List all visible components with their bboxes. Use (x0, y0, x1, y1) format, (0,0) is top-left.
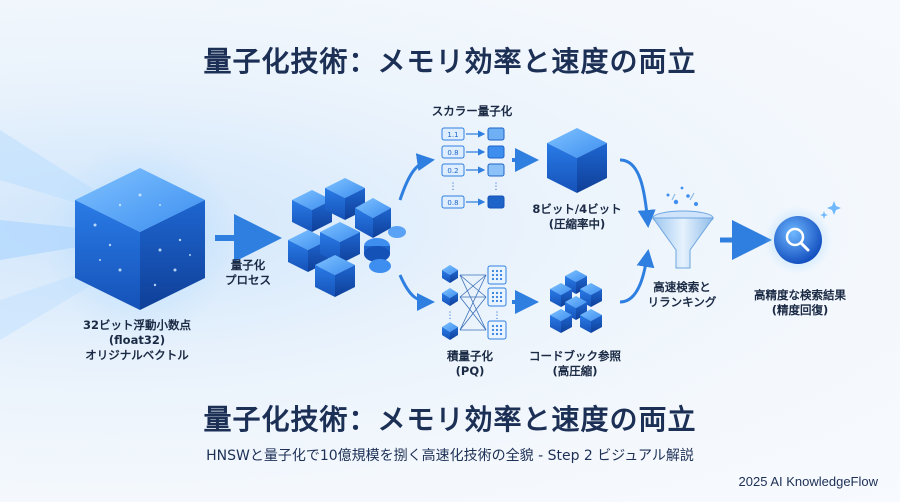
pq-dots: ⋮ (446, 311, 455, 321)
result-label-line1: 高精度な検索結果 (754, 288, 846, 302)
bits-label: 8ビット/4ビット (圧縮率中) (517, 202, 637, 232)
scalar-value-3: 0.2 (447, 167, 458, 175)
pq-dots-right: ⋮ (493, 311, 502, 321)
footer-credit: 2025 AI KnowledgeFlow (738, 474, 878, 489)
rerank-label-line1: 高速検索と (653, 280, 711, 294)
arrow-to-scalar (398, 153, 435, 201)
codebook-label: コードブック参照 (高圧縮) (515, 349, 635, 379)
source-cube-icon (75, 168, 205, 310)
search-result-icon (764, 201, 841, 274)
source-label-line2: (float32) (108, 333, 166, 347)
pq-label-line2: (PQ) (455, 364, 485, 378)
scalar-value-2: 0.8 (447, 149, 458, 157)
funnel-icon (652, 186, 714, 269)
source-label: 32ビット浮動小数点 (float32) オリジナルベクトル (52, 318, 222, 363)
process-label-line1: 量子化 (230, 258, 266, 272)
scalar-dots: ⋮ (449, 182, 458, 192)
pq-label: 積量子化 (PQ) (425, 349, 515, 379)
scalar-value-1: 1.1 (447, 131, 458, 139)
scalar-value-4: 0.8 (447, 199, 458, 207)
arrow-codebook-to-funnel (619, 249, 655, 304)
bottom-title: 量子化技術：メモリ効率と速度の両立 (203, 403, 697, 436)
process-label: 量子化 プロセス (208, 258, 288, 288)
pq-subvectors-icon (442, 265, 507, 340)
result-label: 高精度な検索結果 (精度回復) (735, 288, 865, 318)
codebook-cubes-icon (550, 270, 602, 333)
bits-label-line2: (圧縮率中) (548, 217, 606, 231)
compressed-cube-icon (547, 128, 607, 193)
source-label-line1: 32ビット浮動小数点 (82, 318, 191, 332)
fragmented-cubes-icon (288, 178, 406, 297)
rerank-label: 高速検索と リランキング (632, 280, 732, 310)
scalar-vector-icon (441, 127, 505, 209)
arrow-bits-to-funnel (619, 158, 656, 228)
codebook-label-line1: コードブック参照 (529, 349, 621, 363)
pq-label-line1: 積量子化 (447, 349, 493, 363)
rerank-label-line2: リランキング (647, 295, 717, 309)
bits-label-line1: 8ビット/4ビット (532, 202, 622, 216)
codebook-label-line2: (高圧縮) (552, 364, 598, 378)
scalar-quantization-label: スカラー量子化 (431, 104, 513, 118)
source-label-line3: オリジナルベクトル (85, 348, 189, 362)
scalar-dots-right: ⋮ (492, 182, 501, 192)
subtitle: HNSWと量子化で10億規模を捌く高速化技術の全貌 - Step 2 ビジュアル… (206, 448, 694, 464)
arrow-to-pq (398, 274, 435, 311)
page-title: 量子化技術：メモリ効率と速度の両立 (203, 45, 697, 78)
result-label-line2: (精度回復) (771, 303, 829, 317)
process-label-line2: プロセス (225, 273, 271, 287)
